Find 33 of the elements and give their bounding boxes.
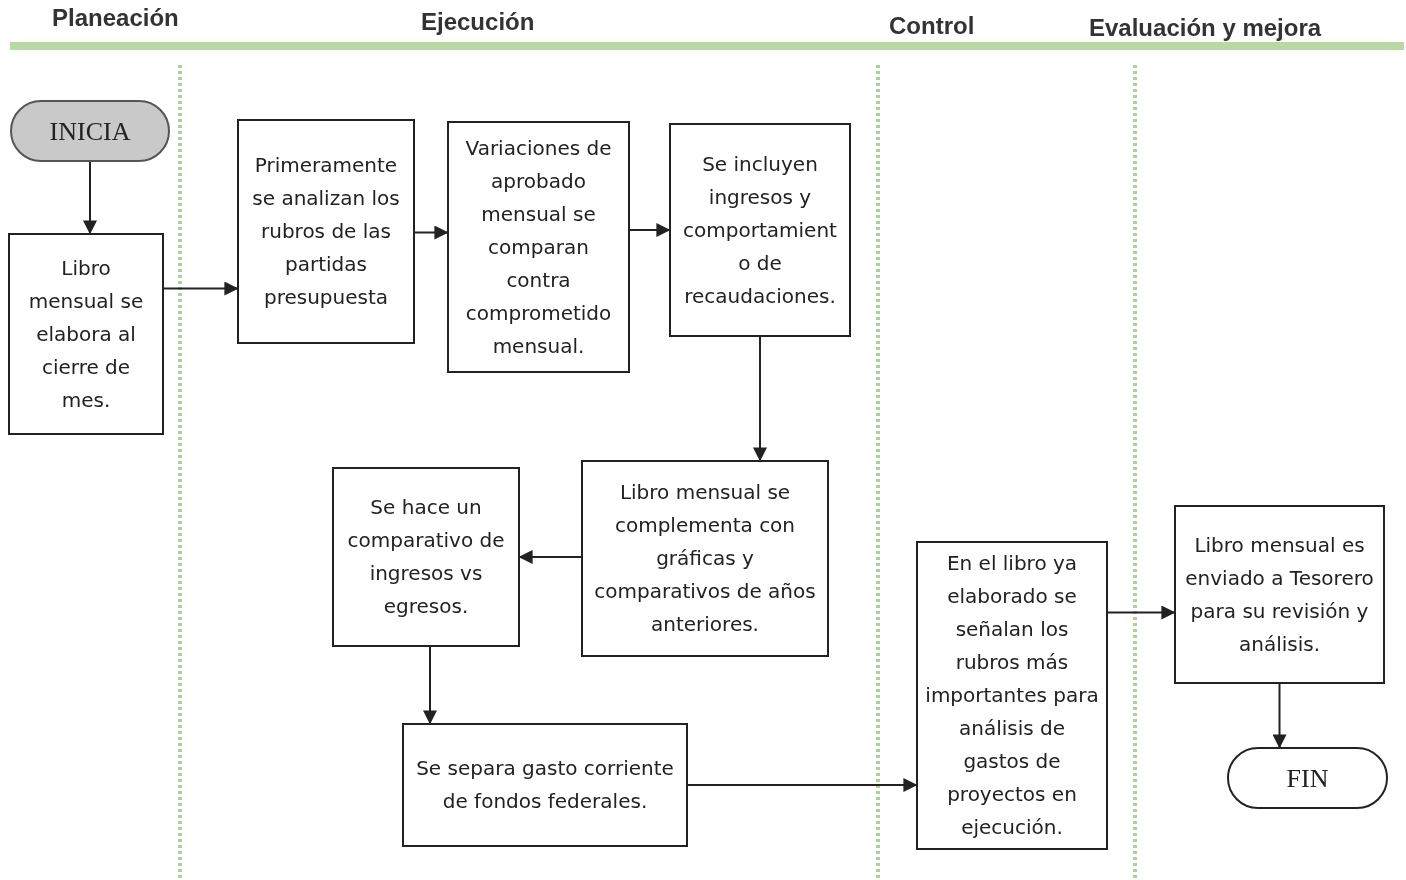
lane-title: Evaluación y mejora (1089, 14, 1322, 42)
process-box (447, 121, 630, 373)
node-text: Se incluyen ingresos y comportamiento de recaudaciones. (682, 150, 838, 310)
process-box (8, 233, 164, 435)
arrow (423, 646, 437, 725)
arrow (753, 336, 767, 462)
node-text: FIN (1285, 762, 1330, 795)
process-box (1174, 505, 1385, 684)
lane-title: Control (889, 12, 975, 40)
arrow (83, 161, 97, 235)
node-text: Se hace un comparativo de ingresos vs egresos. (346, 494, 506, 620)
node-text: En el libro ya elaborado se señalan los rubros más importantes para análisis de gastos de proyectos en ejecución. (924, 550, 1100, 841)
arrow (1272, 683, 1287, 749)
process-box (237, 119, 415, 344)
arrow (687, 778, 918, 792)
process-box (402, 723, 688, 847)
arrow (1107, 605, 1176, 620)
node-text: Se separa gasto corriente de fondos federales. (415, 755, 675, 815)
process-box (581, 460, 829, 657)
node-text: Libro mensual es enviado a Tesorero para su revisión y análisis. (1184, 531, 1375, 658)
arrow (414, 225, 449, 240)
lane-title: Planeación (52, 4, 179, 32)
node-text: Libro mensual se elabora al cierre de mes. (27, 254, 145, 414)
lane-title: Ejecución (421, 8, 535, 36)
node-text: Primeramente se analizan los rubros de las partidas presupuesta (251, 152, 401, 311)
arrow (629, 223, 671, 237)
node-text: Libro mensual se complementa con gráficas y comparativos de años anteriores. (593, 479, 817, 638)
process-box (332, 467, 520, 647)
arrow (163, 281, 239, 296)
process-box (669, 123, 851, 337)
node-text: Variaciones de aprobado mensual se comparan contra comprometido mensual. (464, 134, 613, 360)
terminator-pill (1227, 747, 1388, 809)
node-text: INICIA (48, 115, 132, 148)
